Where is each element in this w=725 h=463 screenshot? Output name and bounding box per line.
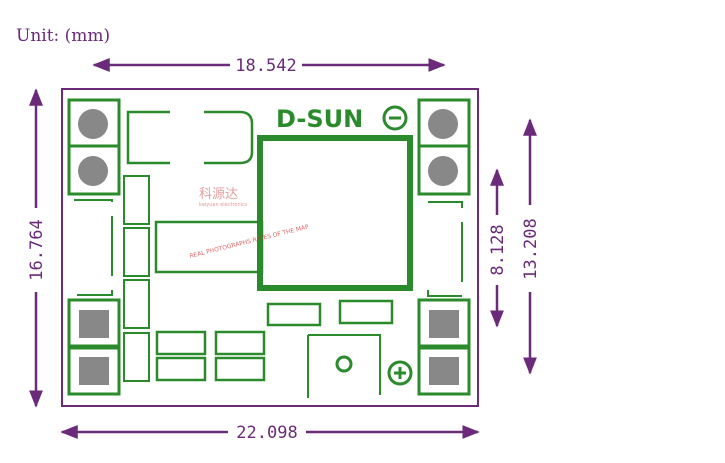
main-ic-footprint (257, 135, 413, 291)
resistor-footprint (123, 227, 150, 277)
inductor-bracket (126, 110, 254, 165)
terminal-bottom-right (417, 298, 471, 396)
pad-round (78, 109, 108, 139)
via-pad (335, 355, 353, 373)
dimension-left: 16.764 (27, 88, 47, 408)
dimension-left-label: 16.764 (27, 219, 47, 280)
plus-icon (387, 360, 413, 386)
pad-square (429, 357, 459, 385)
terminal-top-left (67, 98, 121, 196)
resistor-footprint (123, 332, 150, 382)
right-diode-footprint (427, 201, 463, 297)
resistor-footprint (123, 175, 150, 225)
dimension-right-inner-label: 8.128 (488, 224, 508, 275)
watermark-logo-sub: kaiyuan electronics (199, 202, 248, 208)
connector-footprint (307, 334, 381, 398)
dimension-top: 18.542 (92, 56, 446, 76)
brand-label: D-SUN (276, 105, 363, 133)
pad-square (79, 310, 109, 338)
minus-icon (382, 105, 408, 131)
dimension-bottom: 22.098 (60, 423, 480, 443)
pad-round (78, 156, 108, 186)
resistor-footprint (123, 279, 150, 329)
pad-square (79, 357, 109, 385)
dimension-top-label: 18.542 (235, 56, 296, 76)
dimension-right-outer: 13.208 (521, 118, 541, 375)
pad-round (428, 156, 458, 186)
dimension-right-inner: 8.128 (488, 168, 508, 328)
watermark-logo: 科源达 (199, 187, 238, 202)
unit-label: Unit: (mm) (16, 26, 111, 46)
pad-round (428, 109, 458, 139)
pad-square (429, 310, 459, 338)
terminal-top-right (417, 98, 471, 196)
dimension-bottom-label: 22.098 (236, 423, 297, 443)
dimension-right-outer-label: 13.208 (521, 218, 541, 279)
left-components (73, 175, 150, 382)
bottom-small-footprints (155, 299, 394, 382)
terminal-bottom-left (67, 298, 121, 396)
